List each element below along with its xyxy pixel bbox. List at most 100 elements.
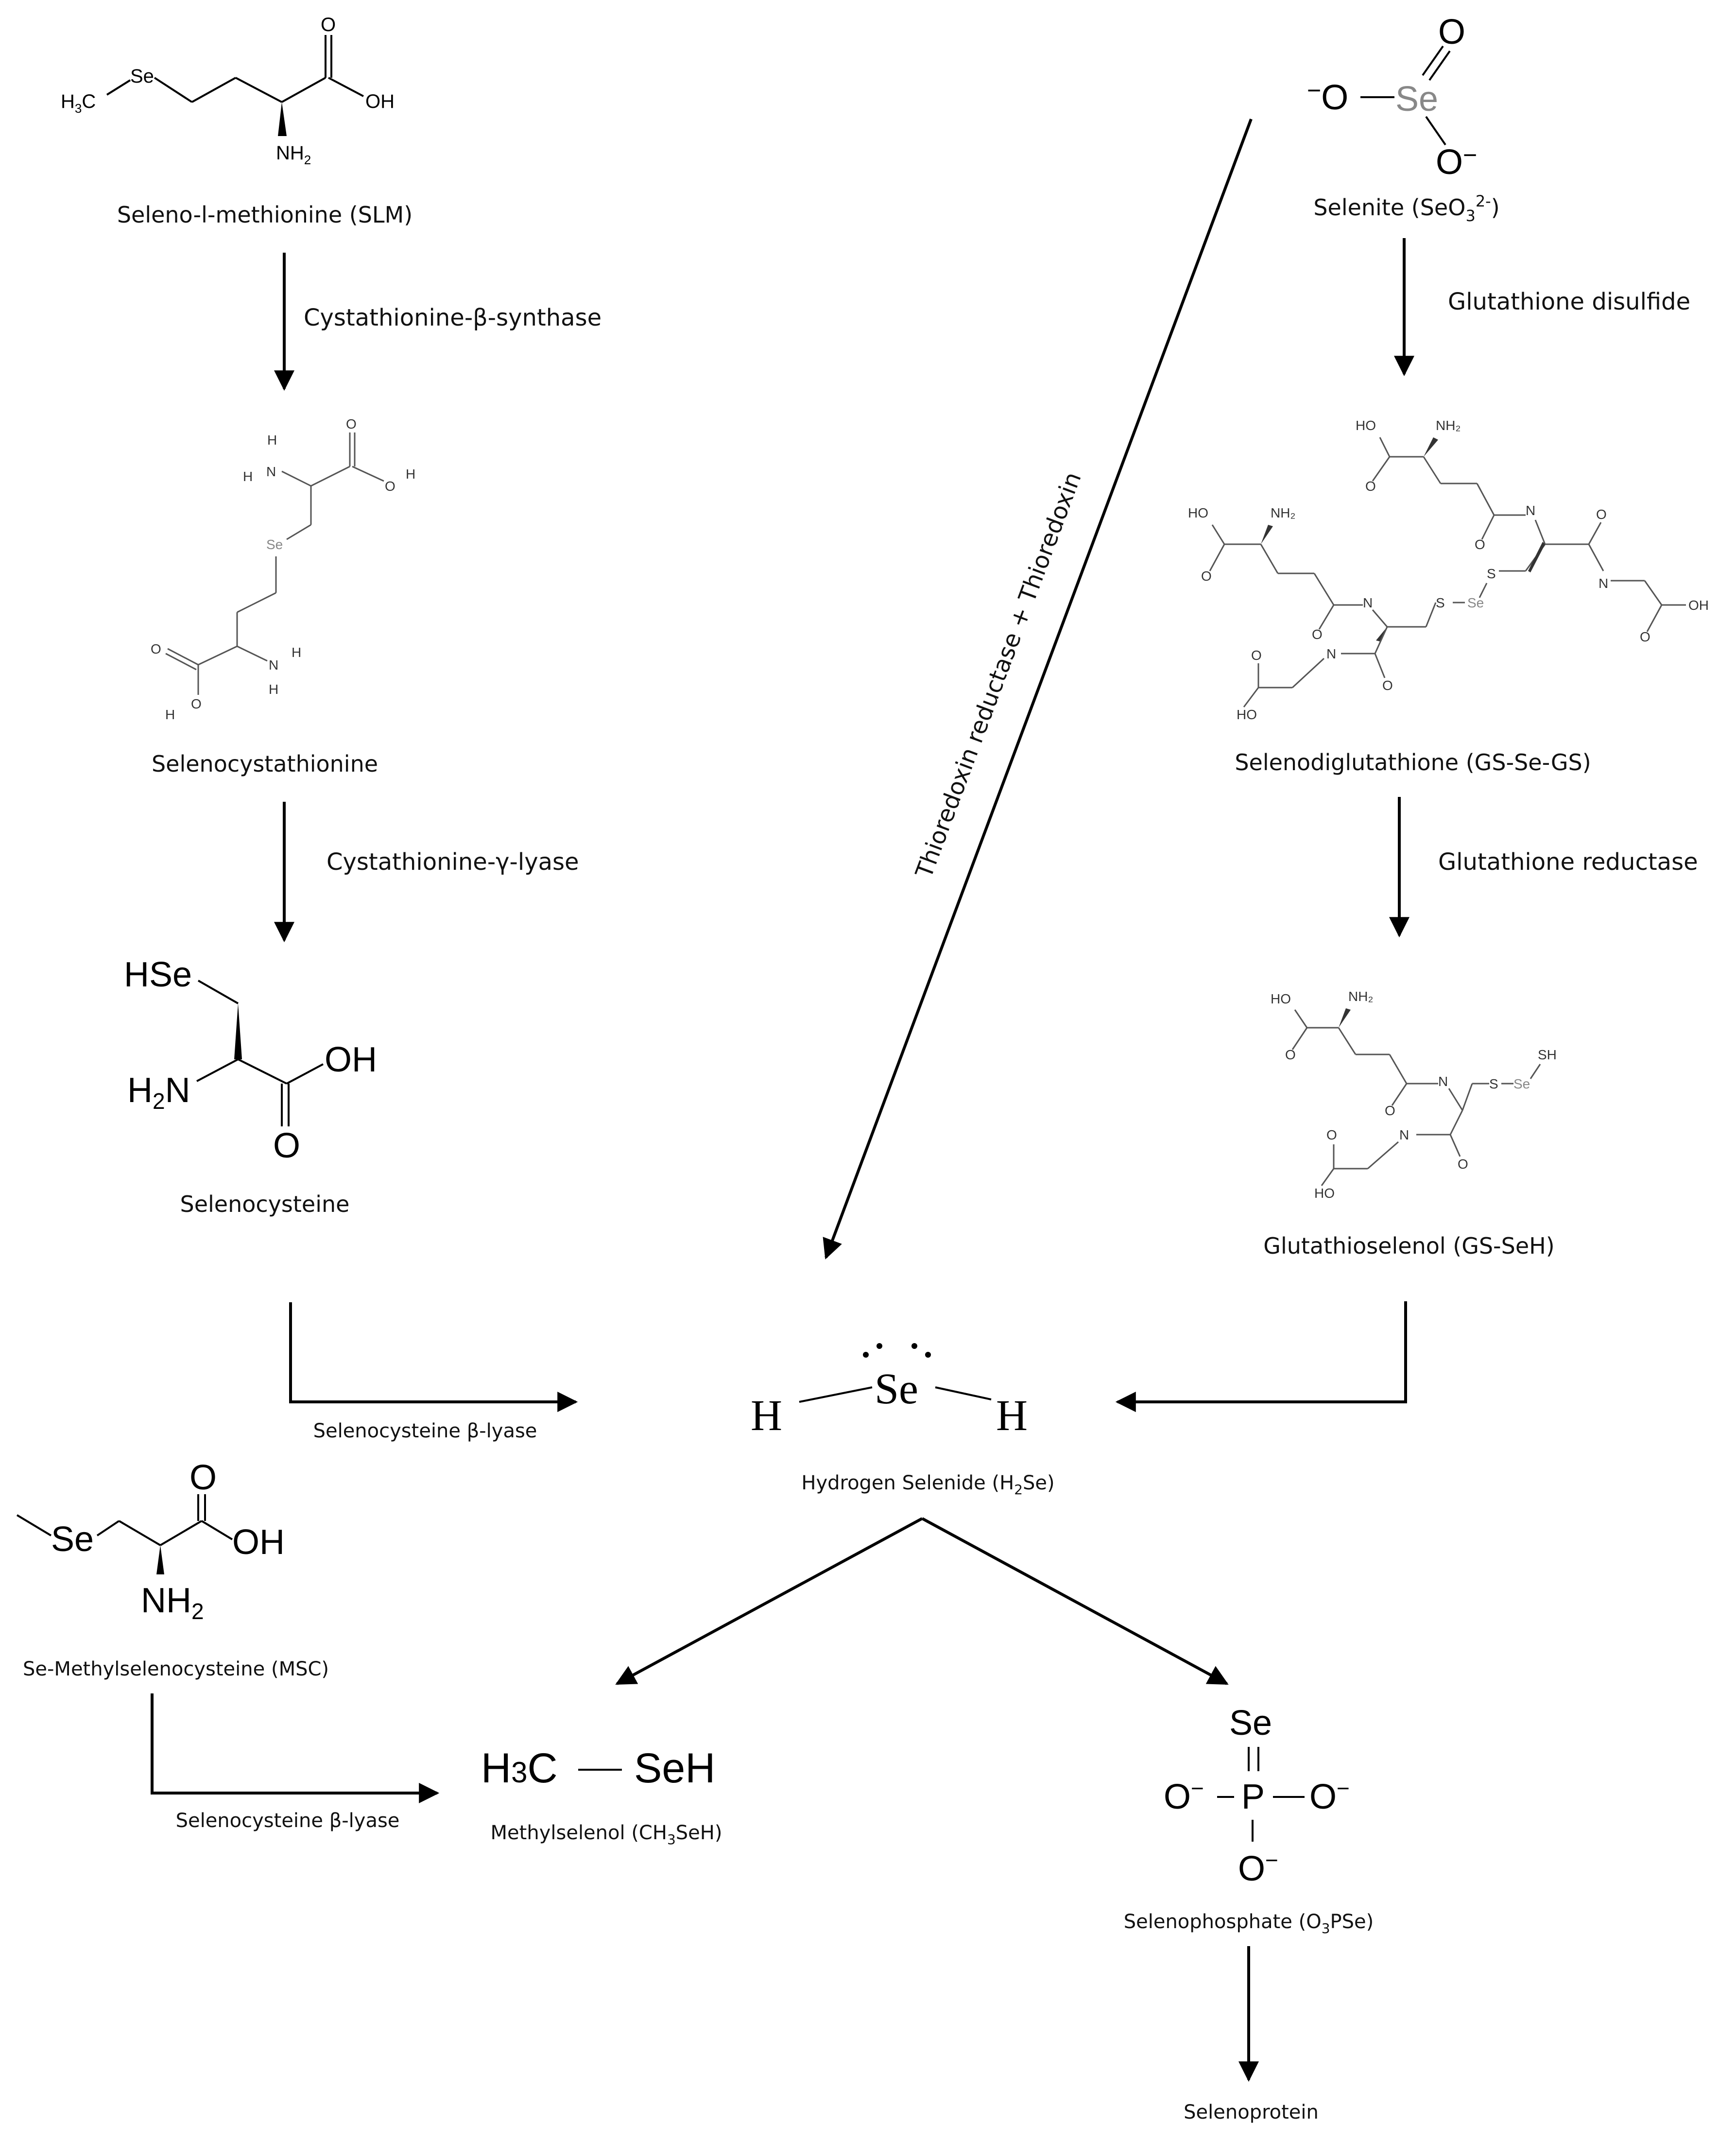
- selenocysteine-structure: HSe H2N OH O: [124, 955, 377, 1165]
- svg-text:Se: Se: [51, 1520, 94, 1559]
- h2se-se-atom: Se: [875, 1365, 918, 1413]
- arrow-h2se-to-selenophosphate: [921, 1517, 1229, 1685]
- svg-text:O: O: [1382, 678, 1393, 693]
- svg-text:HSe: HSe: [124, 955, 192, 994]
- nh2-label: NH2: [276, 142, 311, 167]
- arrow-msc-to-methylselenol: [151, 1693, 440, 1803]
- svg-text:S: S: [1487, 566, 1496, 581]
- h2n-label: H2N: [127, 1071, 190, 1114]
- svg-text:H: H: [243, 469, 253, 484]
- svg-text:O: O: [1438, 13, 1465, 52]
- h2se-h-left: H: [751, 1392, 782, 1440]
- enzyme-trx-label: Thioredoxin reductase + Thioredoxin: [910, 468, 1086, 882]
- svg-text:OH: OH: [1688, 598, 1709, 613]
- h2se-label: Hydrogen Selenide (H2Se): [801, 1472, 1054, 1498]
- svg-text:O: O: [1640, 629, 1650, 644]
- msc-nh2-label: NH2: [141, 1581, 204, 1624]
- svg-text:S: S: [1436, 595, 1445, 610]
- selenophosphate-structure: Se P O− O− O−: [1164, 1704, 1350, 1888]
- methylselenol-structure: H3C SeH: [481, 1745, 715, 1792]
- svg-text:HO: HO: [1356, 418, 1376, 433]
- svg-text:O: O: [189, 1458, 217, 1497]
- se-atom: Se: [130, 66, 154, 87]
- svg-text:NH₂: NH₂: [1271, 505, 1295, 520]
- selenite-structure: −O Se O O−: [1307, 13, 1477, 182]
- selenocystathionine-structure: H H N O O H Se N H H O O H: [151, 416, 415, 722]
- enzyme-gr-label: Glutathione reductase: [1438, 848, 1698, 876]
- gsseg-label: Selenodiglutathione (GS-Se-GS): [1235, 749, 1591, 776]
- enzyme-scl2-label: Selenocysteine β-lyase: [176, 1810, 400, 1832]
- svg-text:O: O: [191, 696, 202, 711]
- enzyme-scl1-label: Selenocysteine β-lyase: [313, 1420, 537, 1442]
- svg-text:O: O: [1365, 479, 1376, 494]
- svg-text:N: N: [266, 464, 276, 479]
- svg-text:N: N: [1526, 503, 1535, 518]
- arrow-gsseh-to-h2se: [1115, 1301, 1407, 1412]
- o-atom: O: [321, 14, 336, 35]
- selenophosphate-label: Selenophosphate (O3PSe): [1124, 1911, 1374, 1936]
- slm-structure: H3C Se O OH NH2: [61, 14, 395, 167]
- oh-label: OH: [365, 91, 395, 112]
- svg-text:OH: OH: [325, 1040, 377, 1079]
- selenite-o-left: −O: [1307, 77, 1348, 117]
- svg-text:O: O: [385, 479, 395, 494]
- svg-text:N: N: [269, 657, 278, 673]
- svg-text:Se: Se: [266, 537, 283, 552]
- svg-text:O: O: [346, 416, 357, 431]
- svg-text:NH₂: NH₂: [1348, 989, 1373, 1004]
- enzyme-cbs-label: Cystathionine-β-synthase: [304, 304, 602, 331]
- selenocystathionine-label: Selenocystathionine: [152, 751, 378, 777]
- svg-text:HO: HO: [1271, 991, 1291, 1006]
- svg-text:O: O: [1326, 1127, 1337, 1142]
- arrow-h2se-to-methylselenol: [615, 1517, 923, 1685]
- svg-text:N: N: [1326, 646, 1336, 661]
- svg-text:Se: Se: [1513, 1076, 1530, 1091]
- gsseh-structure: HO O NH₂ O N S Se SH O N O HO: [1271, 989, 1557, 1201]
- svg-text:N: N: [1363, 595, 1373, 610]
- svg-text:SH: SH: [1538, 1047, 1557, 1062]
- svg-text:HO: HO: [1237, 707, 1257, 722]
- selenophosphate-se: Se: [1229, 1704, 1272, 1743]
- selenite-label: Selenite (SeO32-): [1313, 192, 1499, 225]
- methylselenol-label: Methylselenol (CH3SeH): [491, 1822, 722, 1847]
- svg-text:H: H: [406, 466, 415, 482]
- methylselenol-h3c: H3C: [481, 1745, 558, 1792]
- selenophosphate-p: P: [1241, 1778, 1265, 1816]
- svg-text:H: H: [292, 645, 301, 660]
- svg-text:N: N: [1399, 1127, 1409, 1142]
- svg-text:H: H: [269, 682, 278, 697]
- h2se-structure: Se H H: [751, 1343, 1028, 1440]
- svg-text:Se: Se: [1395, 80, 1438, 119]
- svg-text:S: S: [1489, 1076, 1498, 1091]
- selenophosphate-o-right: O−: [1309, 1776, 1350, 1816]
- svg-text:HO: HO: [1314, 1186, 1335, 1201]
- svg-text:O: O: [1285, 1047, 1296, 1062]
- svg-text:O: O: [1312, 627, 1323, 642]
- svg-text:O: O: [273, 1126, 300, 1165]
- msc-label: Se-Methylselenocysteine (MSC): [23, 1658, 329, 1680]
- svg-text:O: O: [1385, 1103, 1395, 1118]
- svg-text:H: H: [267, 432, 277, 448]
- svg-text:O: O: [1201, 569, 1212, 584]
- arrow-selenite-to-h2se: [823, 118, 1253, 1260]
- enzyme-cgl-label: Cystathionine-γ-lyase: [327, 848, 579, 876]
- svg-text:O: O: [1458, 1156, 1468, 1172]
- svg-text:N: N: [1438, 1074, 1448, 1089]
- arrow-selenocysteine-to-h2se: [289, 1302, 578, 1412]
- svg-text:O: O: [1251, 648, 1262, 663]
- svg-text:H: H: [165, 707, 175, 722]
- slm-label: Seleno-l-methionine (SLM): [117, 202, 413, 228]
- selenocysteine-label: Selenocysteine: [180, 1191, 350, 1217]
- svg-text:HO: HO: [1188, 505, 1208, 520]
- selenophosphate-o-bottom: O−: [1238, 1847, 1278, 1888]
- svg-text:O: O: [1596, 507, 1607, 522]
- selenophosphate-o-left: O−: [1164, 1776, 1204, 1816]
- svg-text:O: O: [1475, 537, 1485, 552]
- svg-text:NH₂: NH₂: [1436, 418, 1461, 433]
- gsseg-structure: HO O NH₂ O N O N O OH S Se S: [1188, 418, 1709, 722]
- h2se-h-right: H: [996, 1392, 1028, 1440]
- selenite-o-bottom: O−: [1436, 141, 1477, 182]
- msc-structure: Se O OH NH2: [16, 1458, 285, 1624]
- svg-text:Se: Se: [1467, 595, 1484, 610]
